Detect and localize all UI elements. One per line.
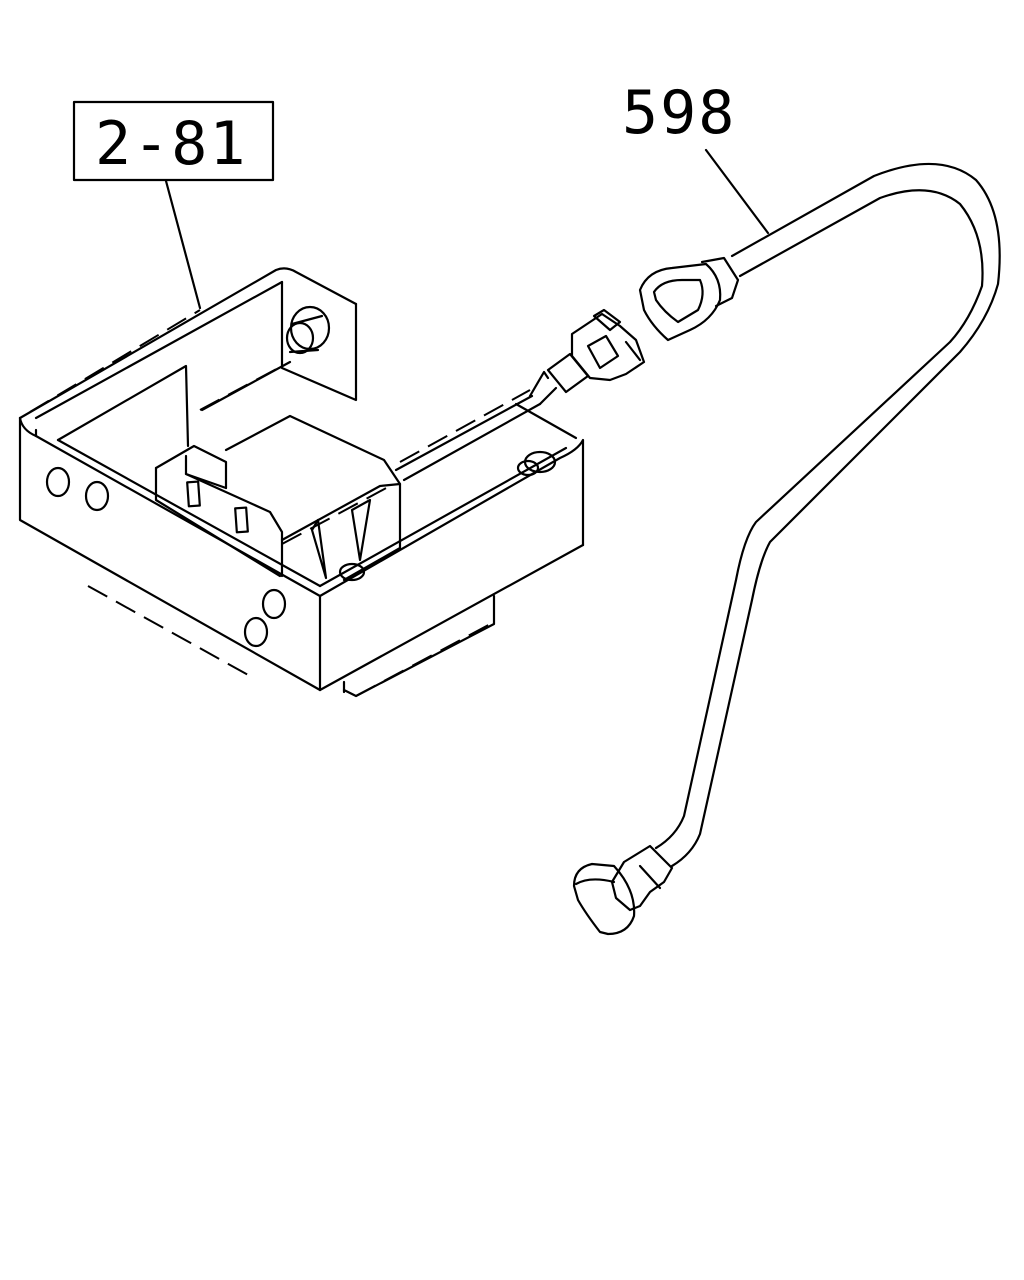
short-harness bbox=[394, 370, 558, 482]
callout-2-81[interactable]: 2-81 bbox=[72, 100, 275, 182]
leader-line-598 bbox=[704, 148, 770, 235]
mounting-bracket bbox=[18, 267, 585, 692]
wire-harness-598[interactable] bbox=[572, 162, 1001, 936]
callout-label-598[interactable]: 598 bbox=[622, 78, 736, 148]
callout-box bbox=[72, 100, 275, 182]
leader-line-2-81 bbox=[164, 179, 202, 310]
male-connector bbox=[546, 308, 646, 394]
relay-module bbox=[154, 414, 496, 698]
callout-label-2-81: 2-81 bbox=[95, 109, 248, 179]
